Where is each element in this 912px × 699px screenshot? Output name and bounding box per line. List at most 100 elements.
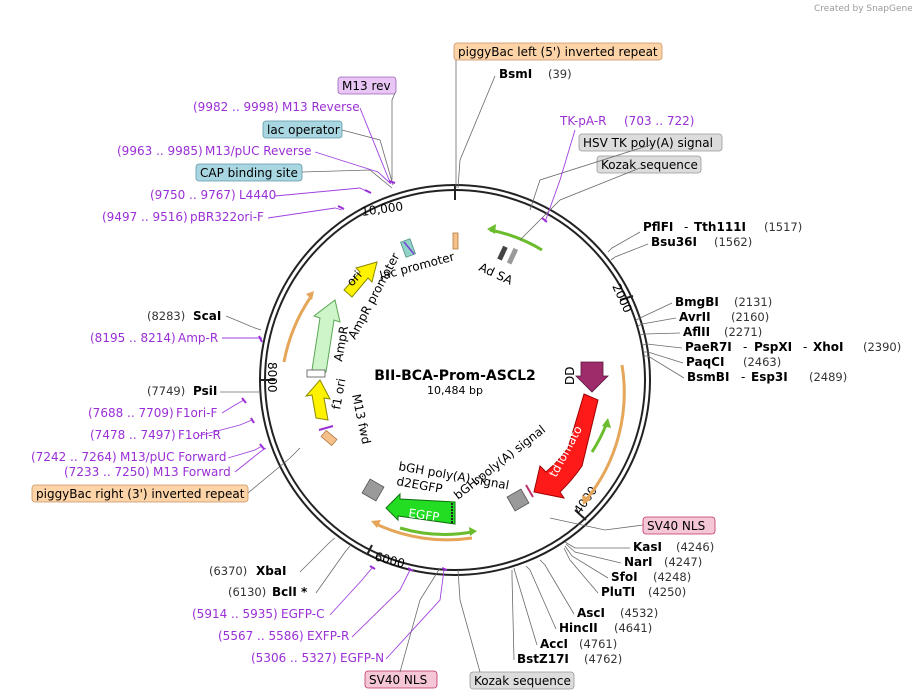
label-sv40-nls-bottom: SV40 NLS bbox=[369, 673, 427, 687]
tick-label-6000: 6000 bbox=[373, 549, 406, 570]
primer-f1ori-f-name: F1ori-F bbox=[176, 406, 217, 420]
enzyme-nari-pos: (4247) bbox=[664, 555, 702, 569]
piggybac-left-feature bbox=[452, 232, 459, 250]
enzyme-paqci-name: PaqCI bbox=[686, 355, 724, 369]
position-ticks bbox=[260, 185, 634, 556]
enzyme-bmgbi-name: BmgBI bbox=[675, 295, 719, 309]
primer-egfp-c-name: EGFP-C bbox=[281, 607, 324, 621]
bgh-polya-box-left bbox=[361, 478, 385, 502]
piggybac-right-feature bbox=[320, 429, 338, 447]
ampr-arrow bbox=[311, 299, 341, 373]
primer-tk-pa-r-name: TK-pA-R bbox=[559, 114, 607, 128]
label-m13-rev: M13 rev bbox=[342, 79, 391, 93]
enzyme-avrii-pos: (2160) bbox=[731, 310, 769, 324]
plasmid-name: BII-BCA-Prom-ASCL2 bbox=[374, 368, 536, 384]
tick-label-10000: 10,000 bbox=[360, 199, 404, 219]
enzyme-tth111i-name: Tth111I bbox=[694, 220, 746, 234]
green-arc-right bbox=[590, 424, 608, 453]
enzyme-aflii-pos: (2271) bbox=[724, 325, 762, 339]
primer-tk-pa-r-range: (703 .. 722) bbox=[624, 114, 694, 128]
enzyme-pspxi-name: PspXI bbox=[754, 340, 792, 354]
primer-egfp-n-range: (5306 .. 5327) bbox=[251, 651, 337, 665]
enzyme-bsu36i-pos: (1562) bbox=[714, 235, 752, 249]
ampr-promoter-box bbox=[306, 369, 326, 378]
enzyme-hincii-name: HincII bbox=[559, 621, 598, 635]
primer-f1ori-r-name: F1ori-R bbox=[178, 428, 221, 442]
f1-ori-label: f1 ori bbox=[329, 377, 348, 410]
enzyme-scai-name: ScaI bbox=[193, 309, 221, 323]
label-piggybac-right: piggyBac right (3') inverted repeat bbox=[36, 487, 245, 501]
enzyme-esp3i-name: Esp3I bbox=[751, 370, 788, 384]
enzyme-acci-pos: (4761) bbox=[579, 637, 617, 651]
label-kozak-top: Kozak sequence bbox=[601, 158, 698, 172]
snapgene-credit: Created by SnapGene bbox=[814, 4, 912, 14]
ad-sa-label: Ad SA bbox=[477, 260, 516, 288]
enzyme-leader-lines bbox=[220, 60, 685, 673]
hsv-tk-polya-arc bbox=[489, 228, 543, 252]
enzyme-bsu36i-name: Bsu36I bbox=[651, 235, 697, 249]
ori-arrow bbox=[343, 261, 378, 298]
m13-fwd-mark bbox=[318, 425, 334, 431]
primer-amp-r-name: Amp-R bbox=[178, 331, 218, 345]
enzyme-pflfi-sep: - bbox=[684, 220, 688, 234]
ampr-label: AmpR bbox=[331, 325, 351, 363]
enzyme-nari-name: NarI bbox=[624, 555, 653, 569]
enzyme-psii-name: PsiI bbox=[193, 384, 217, 398]
primer-m13-forward-range: (7233 .. 7250) bbox=[64, 465, 150, 479]
enzyme-paer7i-sep: - bbox=[743, 340, 747, 354]
primer-labels: (9982 .. 9998) M13 Reverse (9963 .. 9985… bbox=[31, 100, 694, 665]
enzyme-pluti-pos: (4250) bbox=[648, 585, 686, 599]
lac-feature-block bbox=[400, 238, 416, 258]
dd-arrow bbox=[575, 361, 609, 393]
enzyme-scai-pos: (8283) bbox=[147, 309, 185, 323]
primer-exfp-r-range: (5567 .. 5586) bbox=[218, 629, 304, 643]
enzyme-sfoi-pos: (4248) bbox=[653, 570, 691, 584]
enzyme-bsmbi-pos: (2489) bbox=[809, 370, 847, 384]
primer-m13puc-reverse-name: M13/pUC Reverse bbox=[205, 144, 312, 158]
bgh-polya-box-right bbox=[506, 488, 530, 512]
tdtomato-arrow bbox=[533, 393, 599, 499]
boxed-labels: piggyBac left (5') inverted repeat M13 r… bbox=[31, 42, 723, 690]
enzyme-bcli-pos: (6130) bbox=[228, 585, 266, 599]
primer-m13puc-forward-name: M13/pUC Forward bbox=[120, 450, 227, 464]
primer-m13puc-forward-range: (7242 .. 7264) bbox=[31, 450, 117, 464]
green-arc-bottom bbox=[399, 526, 473, 536]
enzyme-bmgbi-pos: (2131) bbox=[734, 295, 772, 309]
enzyme-bsmi-name: BsmI bbox=[499, 67, 532, 81]
enzyme-bsmbi-sep: - bbox=[741, 370, 745, 384]
ad-sa-feature bbox=[497, 245, 519, 265]
m13-fwd-label: M13 fwd bbox=[349, 393, 373, 446]
enzyme-pflfi-pos: (1517) bbox=[764, 220, 802, 234]
label-kozak-bottom: Kozak sequence bbox=[474, 674, 571, 688]
enzyme-bsmi-pos: (39) bbox=[548, 67, 572, 81]
piggybac-inner-arc-left bbox=[282, 297, 312, 363]
enzyme-sfoi-name: SfoI bbox=[611, 570, 638, 584]
egfp-label: EGFP bbox=[408, 506, 441, 524]
orange-arrowhead-right bbox=[582, 495, 591, 505]
enzyme-xhoi-name: XhoI bbox=[813, 340, 844, 354]
enzyme-bstz17i-name: BstZ17I bbox=[517, 652, 569, 666]
enzyme-labels: BsmI (39) PflFI - Tth111I (1517) Bsu36I … bbox=[147, 67, 901, 666]
green-arrowhead-bottom bbox=[469, 527, 477, 536]
enzyme-pflfi-name: PflFI bbox=[643, 220, 673, 234]
enzyme-asci-name: AscI bbox=[577, 606, 605, 620]
enzyme-aflii-name: AflII bbox=[683, 325, 710, 339]
orange-arrowhead-left bbox=[306, 291, 314, 300]
enzyme-bcli-name: BclI * bbox=[272, 585, 308, 599]
primer-f1ori-f-range: (7688 .. 7709) bbox=[88, 406, 174, 420]
label-lac-operator: lac operator bbox=[267, 123, 340, 137]
egfp-arrow bbox=[385, 492, 456, 525]
primer-leader-lines bbox=[197, 107, 576, 660]
enzyme-hincii-pos: (4641) bbox=[614, 621, 652, 635]
primer-m13-reverse-range: (9982 .. 9998) bbox=[193, 100, 279, 114]
enzyme-kasi-name: KasI bbox=[633, 540, 662, 554]
label-piggybac-left: piggyBac left (5') inverted repeat bbox=[458, 45, 658, 59]
label-cap-binding-site: CAP binding site bbox=[200, 166, 298, 180]
enzyme-acci-name: AccI bbox=[540, 637, 568, 651]
primer-l4440-range: (9750 .. 9767) bbox=[150, 188, 236, 202]
orange-arc-right bbox=[584, 364, 626, 501]
enzyme-bsmbi-name: BsmBI bbox=[687, 370, 729, 384]
primer-l4440-name: L4440 bbox=[239, 188, 276, 202]
primer-pbr322ori-f-name: pBR322ori-F bbox=[190, 210, 264, 224]
